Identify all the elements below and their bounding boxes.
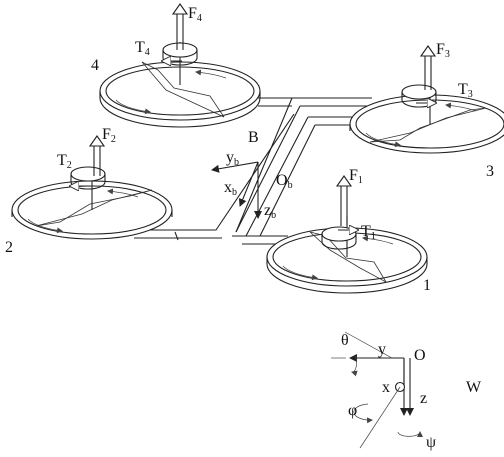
body-origin-label: Ob xyxy=(276,172,293,191)
world-frame-label: W xyxy=(466,379,482,396)
world-x-axis-label: x xyxy=(382,379,390,396)
rotor-3-number: 3 xyxy=(486,163,494,180)
body-y-axis-label: yb xyxy=(226,149,239,168)
rotor-4 xyxy=(99,42,261,128)
rotor-1 xyxy=(266,216,428,294)
yaw-psi-label: ψ xyxy=(426,434,436,451)
rotor-3-torque-label: T3 xyxy=(458,81,473,100)
world-frame-axes xyxy=(331,331,423,449)
body-frame-label: B xyxy=(248,129,259,146)
rotor-2-number: 2 xyxy=(5,239,13,256)
world-origin-label: O xyxy=(414,347,426,364)
body-z-axis-label: zb xyxy=(264,202,276,221)
rotor-4-number: 4 xyxy=(91,57,99,74)
rotor-2 xyxy=(11,174,173,240)
rotor-4-torque xyxy=(162,42,198,65)
rotor-2-force-label: F2 xyxy=(102,126,116,145)
rotor-2-torque xyxy=(70,166,106,189)
body-frame-axes xyxy=(211,161,262,219)
rotor-4-torque-label: T4 xyxy=(135,39,150,58)
rotor-1-force-label: F1 xyxy=(349,167,363,186)
rotor-3-force xyxy=(419,45,437,90)
rotor-4-force-label: F4 xyxy=(188,5,202,24)
rotor-2-torque-label: T2 xyxy=(57,152,72,171)
rotor-3-force-label: F3 xyxy=(436,41,450,60)
world-z-axis-label: z xyxy=(420,390,427,407)
rotor-3-torque xyxy=(401,84,436,107)
pitch-theta-label: θ xyxy=(341,332,349,349)
rotor-1-force xyxy=(335,175,353,226)
body-x-axis-label: xb xyxy=(224,179,237,198)
world-y-axis-label: y xyxy=(378,341,386,358)
rotor-1-torque-label: T1 xyxy=(361,223,376,242)
rotor-2-force xyxy=(88,135,106,176)
rotor-4-force xyxy=(171,3,189,50)
rotor-1-number: 1 xyxy=(423,277,431,294)
rotor-1-torque xyxy=(321,227,358,250)
roll-phi-label: φ xyxy=(348,402,357,419)
frame-arms xyxy=(134,97,372,245)
